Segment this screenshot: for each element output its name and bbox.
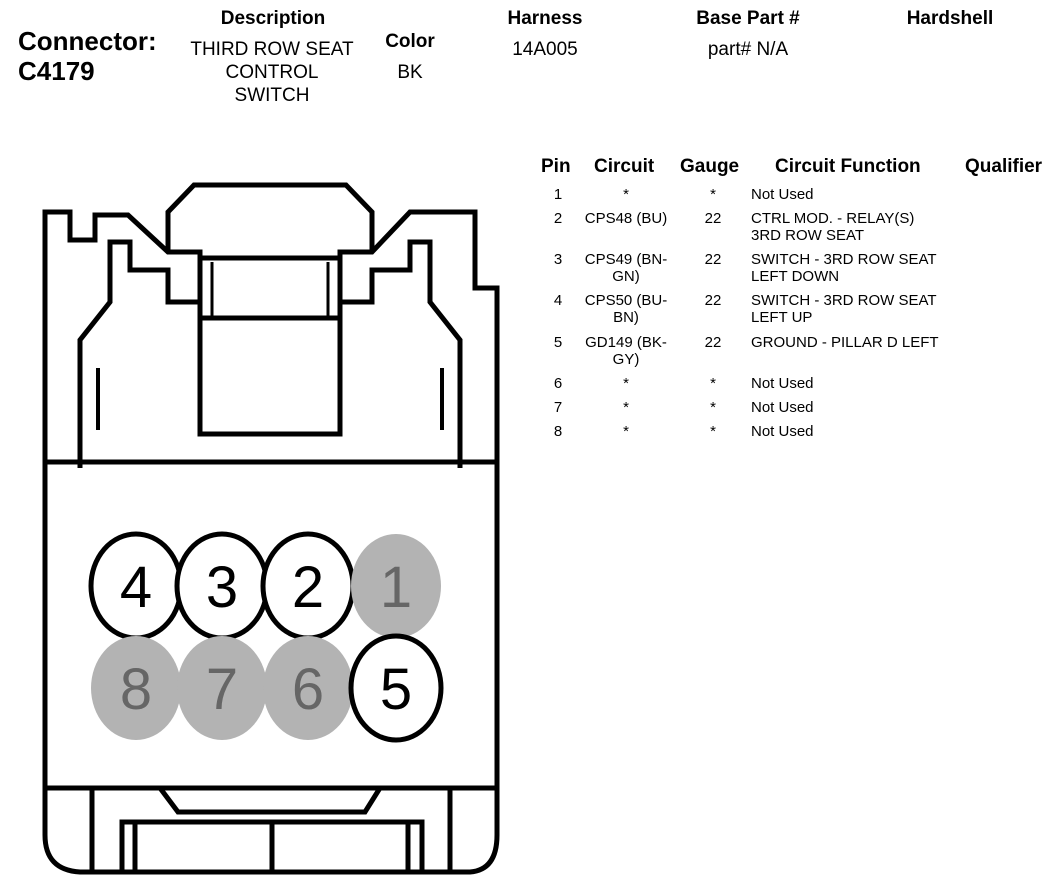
cell-circuit: CPS49 (BN-GN) — [584, 251, 668, 285]
cavity-8: 8 — [91, 636, 181, 740]
cavity-2: 2 — [260, 531, 356, 641]
cell-circuit: CPS48 (BU) — [584, 210, 668, 227]
cell-gauge: * — [710, 399, 716, 416]
cavity-number: 2 — [292, 555, 324, 620]
cell-function: GROUND - PILLAR D LEFT — [751, 334, 939, 351]
cavity-4: 4 — [88, 531, 184, 641]
harness-label: Harness — [507, 8, 583, 29]
header-pin: Pin — [541, 156, 571, 177]
cavity-number: 4 — [120, 555, 152, 620]
cell-function: Not Used — [751, 399, 814, 416]
base-part-label: Base Part # — [696, 8, 800, 29]
header-gauge: Gauge — [680, 156, 740, 177]
cavity-5: 5 — [348, 633, 444, 743]
cell-circuit: * — [623, 399, 629, 416]
table-row: 8 * * Not Used — [530, 423, 1050, 463]
cell-circuit: CPS50 (BU-BN) — [584, 292, 668, 326]
cell-function: Not Used — [751, 375, 814, 392]
cell-pin: 7 — [553, 399, 563, 416]
cell-gauge: * — [710, 375, 716, 392]
hardshell-label: Hardshell — [906, 8, 994, 29]
cavity-number: 3 — [206, 555, 238, 620]
header-circuit-function: Circuit Function — [775, 156, 921, 177]
cavity-circle — [351, 534, 441, 638]
table-row: 7 * * Not Used — [530, 399, 1050, 439]
cell-pin: 1 — [553, 186, 563, 203]
cell-function: CTRL MOD. - RELAY(S)3RD ROW SEAT — [751, 210, 915, 244]
cavity-circle — [263, 636, 353, 740]
header-circuit: Circuit — [594, 156, 655, 177]
description-value: THIRD ROW SEAT CONTROL SWITCH — [172, 38, 372, 107]
cavity-number: 5 — [380, 657, 412, 722]
base-part-value: part# N/A — [707, 39, 789, 60]
cavity-number: 1 — [380, 555, 412, 620]
header-qualifier: Qualifier — [965, 156, 1043, 177]
cell-pin: 5 — [553, 334, 563, 351]
connector-id: C4179 — [18, 56, 95, 86]
cavity-1: 1 — [351, 534, 441, 638]
cell-circuit: * — [623, 186, 629, 203]
description-line-3: SWITCH — [234, 85, 310, 106]
cavity-circle — [177, 636, 267, 740]
cell-pin: 4 — [553, 292, 563, 309]
description-label: Description — [220, 8, 326, 29]
connector-housing-outline — [42, 182, 500, 875]
color-label: Color — [385, 31, 435, 52]
harness-value: 14A005 — [512, 39, 578, 60]
cell-pin: 6 — [553, 375, 563, 392]
cell-pin: 2 — [553, 210, 563, 227]
cell-gauge: 22 — [704, 334, 722, 351]
cell-gauge: * — [710, 186, 716, 203]
cavity-7: 7 — [177, 636, 267, 740]
cell-circuit: * — [623, 423, 629, 440]
cavity-circle — [91, 636, 181, 740]
cell-gauge: * — [710, 423, 716, 440]
table-row: 6 * * Not Used — [530, 375, 1050, 415]
table-row: 2 CPS48 (BU) 22 CTRL MOD. - RELAY(S)3RD ROW… — [530, 210, 1050, 250]
cell-gauge: 22 — [704, 292, 722, 309]
cell-function: Not Used — [751, 423, 814, 440]
table-row: 5 GD149 (BK-GY) 22 GROUND - PILLAR D LEFT — [530, 334, 1050, 374]
connector-label: Connector: — [18, 26, 157, 56]
cavity-6: 6 — [263, 636, 353, 740]
cell-circuit: * — [623, 375, 629, 392]
table-row: 1 * * Not Used — [530, 186, 1050, 226]
description-line-1: THIRD ROW SEAT — [190, 39, 354, 60]
description-line-2: CONTROL — [225, 62, 319, 83]
cavity-number: 7 — [206, 657, 238, 722]
cavity-circle — [348, 633, 444, 743]
cell-gauge: 22 — [704, 251, 722, 268]
cavity-3: 3 — [174, 531, 270, 641]
cell-gauge: 22 — [704, 210, 722, 227]
cell-pin: 3 — [553, 251, 563, 268]
cavity-number: 8 — [120, 657, 152, 722]
cell-function: Not Used — [751, 186, 814, 203]
cell-pin: 8 — [553, 423, 563, 440]
color-value: BK — [397, 62, 423, 83]
cell-circuit: GD149 (BK-GY) — [585, 334, 667, 368]
cavity-number: 6 — [292, 657, 324, 722]
